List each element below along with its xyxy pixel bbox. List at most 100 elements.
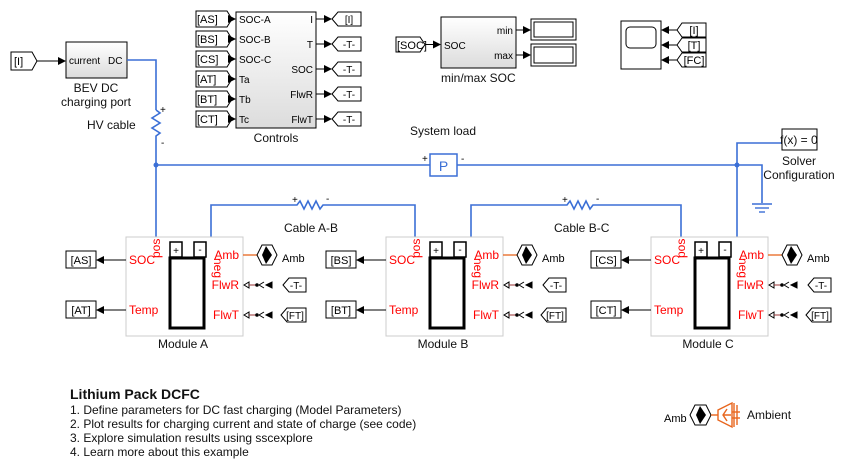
from-tag-scope[interactable]: [FC] — [676, 52, 707, 68]
amb-connection-hexagon[interactable] — [781, 244, 803, 266]
cable-a-b[interactable] — [210, 199, 416, 237]
goto-tag-flwr[interactable]: -T- — [282, 277, 307, 293]
battery-module[interactable]: pos neg + - SOC Temp Amb FlwR FlwT — [125, 236, 244, 337]
tag-text: -T- — [343, 40, 355, 51]
system-load-label: System load — [410, 124, 476, 138]
ambient-temperature-source-icon[interactable] — [717, 401, 740, 429]
port-soc: SOC — [654, 253, 680, 267]
module-label: Module C — [682, 337, 734, 351]
display-min[interactable] — [530, 18, 577, 41]
tag-text: [AT] — [71, 305, 90, 317]
tag-text: -T- — [550, 281, 562, 292]
battery-icon: + - — [428, 241, 467, 330]
tag-text: [CS] — [595, 255, 616, 267]
notes-item[interactable]: 3. Explore simulation results using ssce… — [70, 431, 313, 445]
amb-connection-hexagon[interactable] — [516, 244, 538, 266]
amb-label: Amb — [542, 253, 565, 265]
battery-module[interactable]: pos neg + - SOC Temp Amb FlwR FlwT — [385, 236, 504, 337]
notes-item[interactable]: 4. Learn more about this example — [70, 445, 249, 459]
port-label: current — [69, 56, 100, 67]
goto-tag-flwt[interactable]: [FT] — [805, 307, 832, 323]
power-symbol: P — [439, 158, 448, 174]
amb-connection-hexagon[interactable] — [256, 244, 278, 266]
tag-text: [FT] — [811, 311, 829, 322]
amb-connection-hexagon[interactable] — [689, 404, 712, 426]
goto-tag-flwr[interactable]: -T- — [542, 277, 567, 293]
block-label: Controls — [254, 131, 299, 145]
goto-tag-controls-output[interactable]: -T- — [331, 61, 362, 77]
tag-text: [SOC] — [397, 40, 427, 52]
from-tag-controls-input[interactable]: [CT] — [195, 110, 233, 128]
cable-b-c[interactable] — [470, 199, 682, 237]
goto-tag-temp[interactable]: [BT] — [325, 300, 357, 319]
tag-text: [FC] — [684, 55, 705, 67]
tag-text: [BS] — [331, 255, 352, 267]
plus-sign: + — [422, 154, 428, 165]
port-amb: Amb — [474, 248, 499, 262]
plus-sign: + — [562, 195, 568, 206]
plus-sign: + — [160, 105, 166, 116]
from-tag-controls-input[interactable]: [AT] — [195, 70, 233, 88]
goto-tag-temp[interactable]: [AT] — [65, 300, 97, 319]
port-label: Tc — [239, 115, 249, 126]
block-label: min/max SOC — [441, 71, 516, 85]
goto-tag-soc[interactable]: [BS] — [325, 250, 357, 269]
goto-tag-soc[interactable]: [AS] — [65, 250, 97, 269]
wire — [127, 59, 157, 110]
tag-text: -T- — [343, 65, 355, 76]
goto-tag-temp[interactable]: [CT] — [590, 300, 622, 319]
notes-item[interactable]: 1. Define parameters for DC fast chargin… — [70, 403, 402, 417]
solver-configuration-block[interactable]: f(x) = 0 — [780, 128, 818, 151]
goto-tag-flwt[interactable]: [FT] — [280, 307, 307, 323]
battery-icon: + - — [168, 241, 207, 330]
goto-tag-flwt[interactable]: [FT] — [540, 307, 567, 323]
scope-icon[interactable] — [620, 20, 662, 70]
from-tag-scope[interactable]: [I] — [676, 22, 707, 38]
controls-subsystem[interactable]: [AS]SOC-A[BS]SOC-B[CS]SOC-C[AT]Ta[BT]Tb[… — [195, 10, 362, 129]
from-tag-controls-input[interactable]: [BS] — [195, 30, 233, 48]
from-tag-controls-input[interactable]: [BT] — [195, 90, 233, 108]
port-label: Tb — [239, 95, 251, 106]
tag-text: [CT] — [596, 305, 617, 317]
port-neg: neg — [211, 258, 225, 278]
hv-cable-resistor[interactable] — [150, 109, 162, 237]
tag-text: [BS] — [197, 34, 218, 46]
svg-text:-: - — [723, 245, 726, 256]
from-tag-controls-input[interactable]: [AS] — [195, 10, 233, 28]
from-tag-scope[interactable]: [T] — [676, 37, 707, 53]
svg-text:-: - — [198, 245, 201, 256]
from-tag-soc[interactable]: [SOC] — [395, 36, 427, 53]
goto-tag-controls-output[interactable]: [I] — [331, 11, 362, 27]
battery-module[interactable]: pos neg + - SOC Temp Amb FlwR FlwT — [650, 236, 769, 337]
notes-item[interactable]: 2. Plot results for charging current and… — [70, 417, 417, 431]
cable-label: Cable A-B — [284, 221, 338, 235]
bev-dc-charging-port-block[interactable]: current DC — [65, 41, 128, 79]
system-load-block[interactable]: P — [429, 153, 458, 177]
port-neg: neg — [736, 258, 750, 278]
hv-cable-label: HV cable — [87, 118, 136, 132]
min-max-soc-block[interactable]: SOC min max — [440, 16, 517, 69]
tag-text: [AS] — [197, 14, 218, 26]
goto-tag-controls-output[interactable]: -T- — [331, 36, 362, 52]
bus-wire — [156, 164, 763, 203]
module-label: Module B — [418, 337, 469, 351]
port-amb: Amb — [214, 248, 239, 262]
tag-text: [FT] — [546, 311, 564, 322]
goto-tag-controls-output[interactable]: -T- — [331, 86, 362, 102]
display-max[interactable] — [530, 43, 577, 67]
ambient-tag-label: Amb — [664, 413, 687, 425]
tag-text: -T- — [815, 281, 827, 292]
svg-text:+: + — [173, 246, 179, 257]
tag-text: [BT] — [197, 94, 217, 106]
block-label: BEV DC — [74, 81, 119, 95]
goto-tag-soc[interactable]: [CS] — [590, 250, 622, 269]
goto-tag-flwr[interactable]: -T- — [807, 277, 832, 293]
port-soc: SOC — [389, 253, 415, 267]
from-tag-I[interactable]: [I] — [10, 51, 38, 71]
ambient-label: Ambient — [747, 408, 792, 422]
port-flwt: FlwT — [473, 308, 500, 322]
goto-tag-controls-output[interactable]: -T- — [331, 111, 362, 127]
port-label: SOC-A — [239, 15, 271, 26]
from-tag-controls-input[interactable]: [CS] — [195, 50, 233, 68]
port-temp: Temp — [129, 303, 159, 317]
